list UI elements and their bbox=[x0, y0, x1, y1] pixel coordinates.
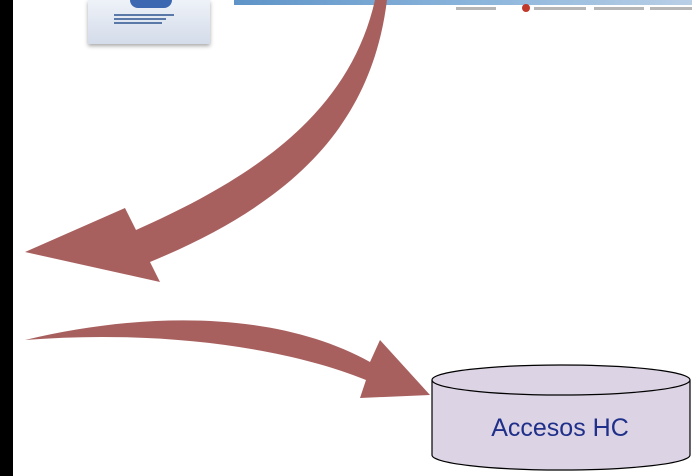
document-thumbnail bbox=[88, 0, 210, 44]
browser-toolbar-item bbox=[650, 7, 692, 10]
document-text-line bbox=[114, 18, 166, 20]
document-text-line bbox=[114, 14, 174, 16]
browser-favicon-icon bbox=[522, 4, 530, 12]
browser-toolbar-item bbox=[456, 7, 496, 10]
left-border-bar bbox=[0, 0, 13, 476]
browser-toolbar-item bbox=[594, 7, 644, 10]
database-cylinder bbox=[431, 364, 691, 471]
document-text-line bbox=[114, 22, 162, 24]
document-logo bbox=[130, 0, 172, 8]
browser-toolbar-item bbox=[534, 7, 586, 10]
browser-screenshot-strip bbox=[234, 0, 692, 12]
browser-title-bar bbox=[234, 0, 692, 5]
curved-arrow-down-left bbox=[25, 0, 387, 282]
curved-arrow-right bbox=[25, 320, 430, 398]
database-label: Accesos HC bbox=[491, 414, 629, 442]
